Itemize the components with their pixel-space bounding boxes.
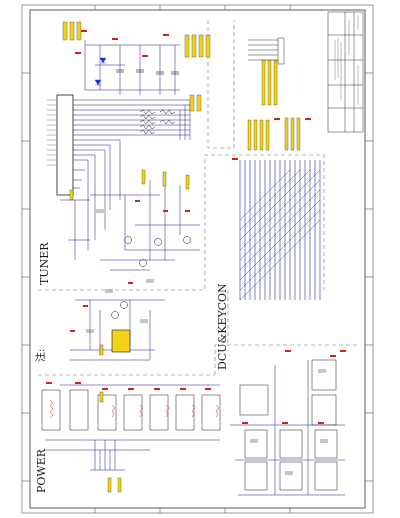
dcu-keycon-section-title: DCU&KEYCON bbox=[216, 283, 229, 370]
regulator-parts bbox=[250, 369, 328, 475]
mid-left-circuit bbox=[60, 199, 90, 260]
tuner-chip bbox=[111, 329, 131, 353]
power-rail-markers bbox=[75, 30, 169, 57]
title-block-text bbox=[334, 15, 359, 105]
dcu-red-markers bbox=[232, 118, 346, 352]
dcu-diagonal-taps bbox=[239, 169, 321, 301]
frame-ticks bbox=[22, 5, 373, 513]
sheet-frame bbox=[21, 4, 374, 514]
tuner-section-title: TUNER bbox=[38, 242, 51, 285]
note-label: 注: bbox=[34, 349, 47, 362]
regulator-red bbox=[242, 355, 336, 424]
transistors bbox=[111, 236, 191, 319]
mcu-chip bbox=[47, 94, 191, 250]
diode-symbols bbox=[94, 57, 107, 86]
title-block bbox=[327, 11, 364, 133]
power-coils bbox=[49, 399, 220, 419]
dcu-header-pins bbox=[248, 37, 285, 65]
tuner-parts bbox=[86, 209, 154, 333]
top-circuit bbox=[84, 40, 180, 95]
power-stages bbox=[41, 389, 221, 431]
power-section-title: POWER bbox=[35, 448, 48, 493]
tuner-red-markers bbox=[70, 200, 190, 332]
regulator-stages bbox=[239, 359, 338, 491]
top-capacitors bbox=[116, 69, 179, 75]
dcu-connector-labels bbox=[247, 59, 301, 151]
section-boundaries bbox=[38, 20, 360, 376]
power-labels bbox=[99, 391, 122, 493]
top-net-labels bbox=[62, 21, 211, 112]
power-wiring bbox=[45, 384, 220, 471]
power-red-markers bbox=[46, 382, 211, 390]
resistor-array bbox=[139, 109, 176, 135]
tuner-labels bbox=[69, 169, 190, 356]
regulator-wiring bbox=[230, 360, 345, 496]
